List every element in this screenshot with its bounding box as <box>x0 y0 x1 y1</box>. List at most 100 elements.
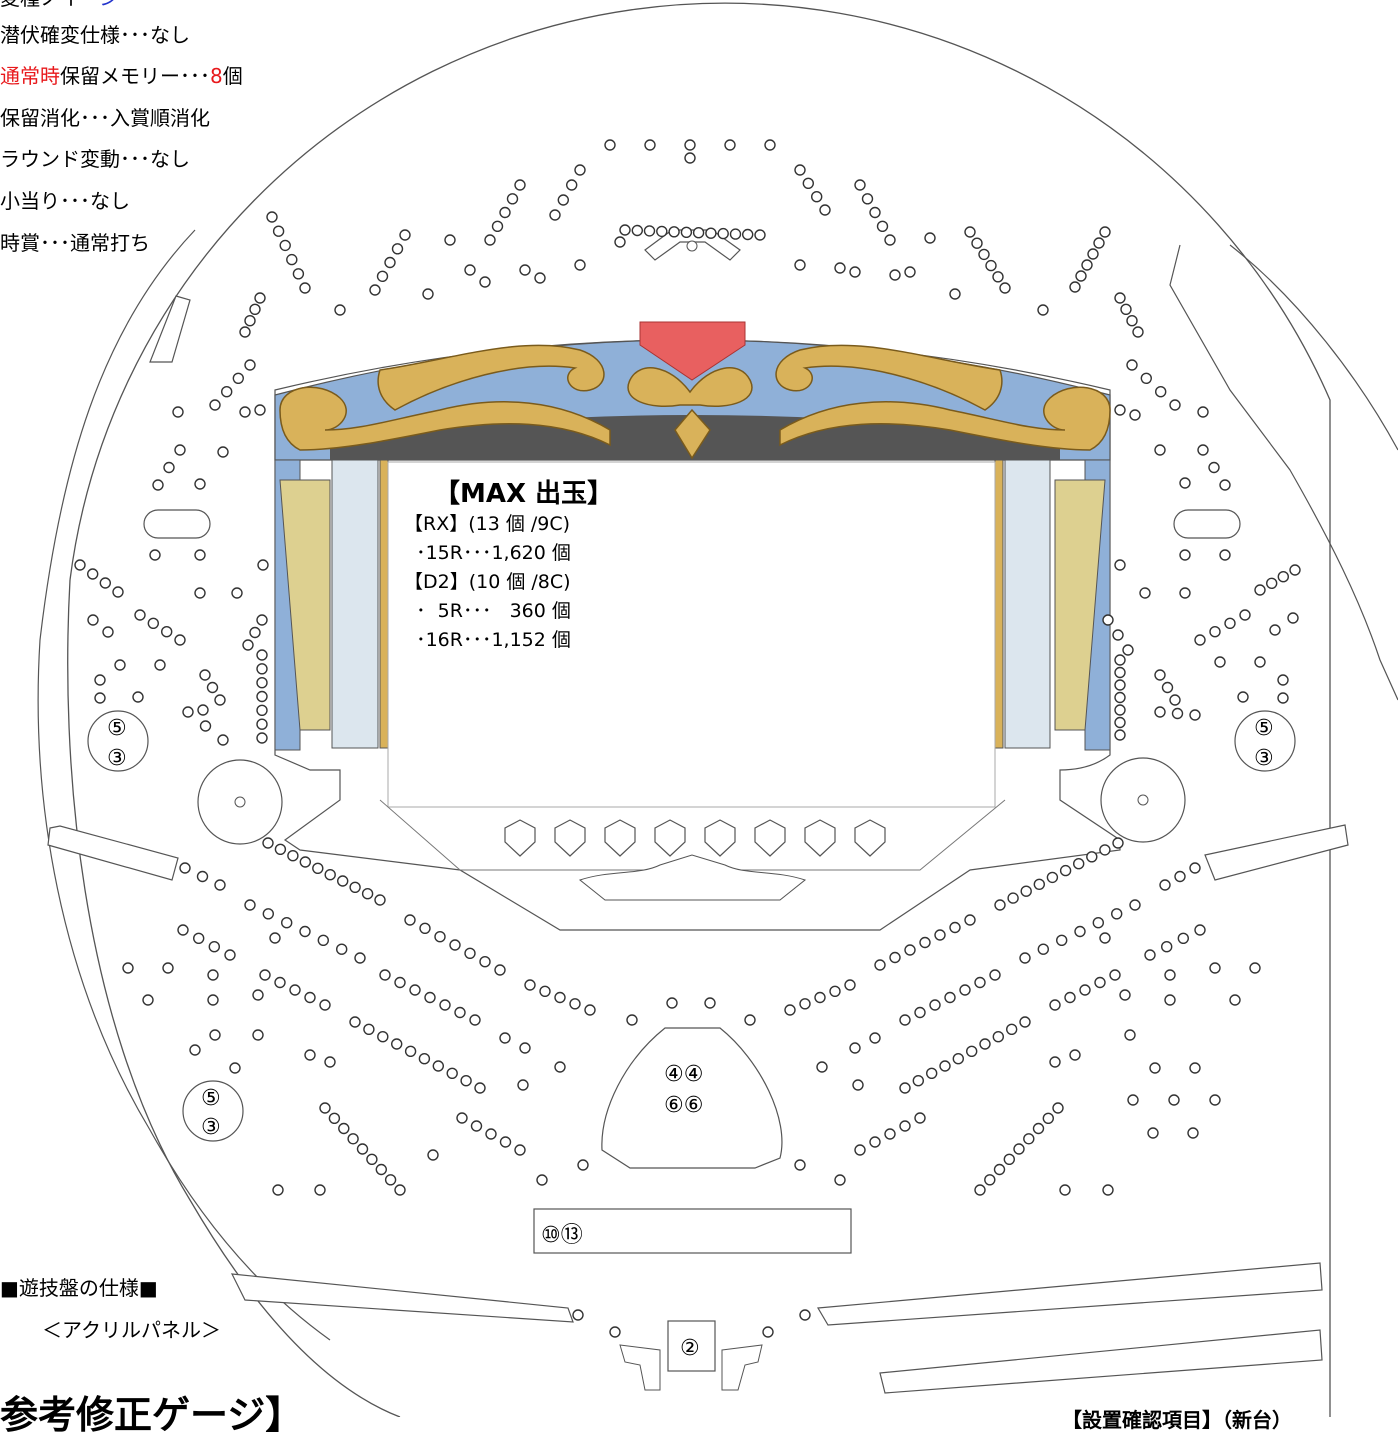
nail <box>742 228 754 241</box>
nail <box>985 259 997 272</box>
nail <box>1114 691 1126 704</box>
nail <box>272 225 285 237</box>
nail <box>1277 692 1289 704</box>
nail <box>449 939 461 951</box>
nail <box>369 284 381 296</box>
nail <box>256 718 268 730</box>
nail <box>229 1062 241 1074</box>
nail <box>377 1030 389 1043</box>
nail <box>829 985 841 997</box>
nail <box>514 1144 526 1156</box>
nail <box>256 677 268 689</box>
nail <box>1187 1127 1199 1139</box>
nail <box>177 924 189 936</box>
nail <box>899 1014 911 1026</box>
right-pillar-gold <box>1054 479 1106 731</box>
nail <box>1032 1122 1045 1135</box>
out-hole <box>667 1320 716 1372</box>
nail <box>1219 549 1231 561</box>
nail <box>206 681 219 694</box>
nail <box>338 1122 350 1135</box>
nail <box>1126 315 1138 327</box>
nail <box>584 1004 596 1016</box>
nail <box>347 1133 359 1145</box>
stage-shields <box>504 819 886 857</box>
nail <box>989 969 1001 981</box>
nail <box>239 406 251 418</box>
nail <box>281 917 293 929</box>
nail <box>256 649 268 661</box>
nail <box>729 228 742 240</box>
nail <box>244 899 256 911</box>
nail <box>172 406 184 418</box>
nail <box>349 881 361 893</box>
nail <box>684 152 696 164</box>
nail <box>1112 629 1124 641</box>
start-chucker <box>601 1027 783 1169</box>
nail <box>1164 994 1176 1006</box>
nail <box>454 1006 466 1019</box>
nail <box>566 179 578 191</box>
nail <box>86 568 99 580</box>
nail <box>604 139 616 151</box>
launch-lane <box>149 295 191 363</box>
nail <box>163 461 175 474</box>
nail <box>1169 694 1181 706</box>
nail <box>1109 969 1121 981</box>
nail <box>1254 584 1266 596</box>
attacker <box>533 1208 852 1254</box>
nail <box>1019 1016 1031 1028</box>
nail <box>519 264 531 276</box>
nail <box>244 359 256 371</box>
nail <box>1277 571 1290 583</box>
nail <box>149 549 161 561</box>
nail <box>1033 878 1046 890</box>
out-hole-label: ② <box>680 1336 700 1361</box>
nail <box>784 1004 796 1016</box>
nail <box>422 288 434 300</box>
nail <box>1277 674 1289 686</box>
nail <box>794 1159 806 1171</box>
nail <box>456 1112 468 1124</box>
nail <box>274 976 286 989</box>
left-upper-pocket-bottom: ③ <box>107 746 127 771</box>
nail <box>304 1049 316 1061</box>
acrylic-panel-label: ＜アクリルパネル＞ <box>42 1318 221 1342</box>
nail <box>324 869 336 881</box>
spec-normal-time: 通常時 <box>0 64 60 88</box>
nail <box>506 193 519 205</box>
nail <box>1154 669 1166 681</box>
nail <box>464 947 476 959</box>
left-upper-pocket <box>87 710 149 772</box>
nail <box>572 1309 584 1321</box>
nail <box>256 704 268 716</box>
nail <box>1179 549 1191 561</box>
nail <box>162 962 174 974</box>
install-check-label: 【設置確認項目】（新台） <box>1062 1408 1292 1432</box>
nail <box>1114 704 1126 716</box>
nail <box>889 951 901 964</box>
nail <box>1129 899 1141 911</box>
nail <box>134 609 146 621</box>
board-outer-edge <box>69 2 1331 1417</box>
nail <box>418 1052 431 1065</box>
nail <box>1209 1094 1221 1106</box>
start-chucker-row1: ④④ <box>664 1062 703 1087</box>
nail <box>304 991 316 1004</box>
nail <box>427 1149 439 1161</box>
nail <box>220 386 233 398</box>
nail <box>876 220 889 233</box>
nail <box>1114 666 1126 679</box>
nail <box>94 692 106 704</box>
max-payout-panel: 【MAX 出玉】 【RX】(13 個 /9C) ･15R･･･1,620 個 【… <box>404 478 613 655</box>
nail <box>1174 870 1186 883</box>
nail <box>764 139 776 151</box>
spec-line-consumption: 保留消化･･･入賞順消化 <box>0 106 210 130</box>
nail <box>874 959 886 971</box>
nail <box>1254 656 1266 668</box>
nail <box>1177 932 1190 944</box>
d2-5r-line: ･ 5R･･･ 360 個 <box>404 600 571 622</box>
nail <box>964 914 976 926</box>
nail <box>869 206 881 219</box>
nail <box>1114 729 1126 741</box>
